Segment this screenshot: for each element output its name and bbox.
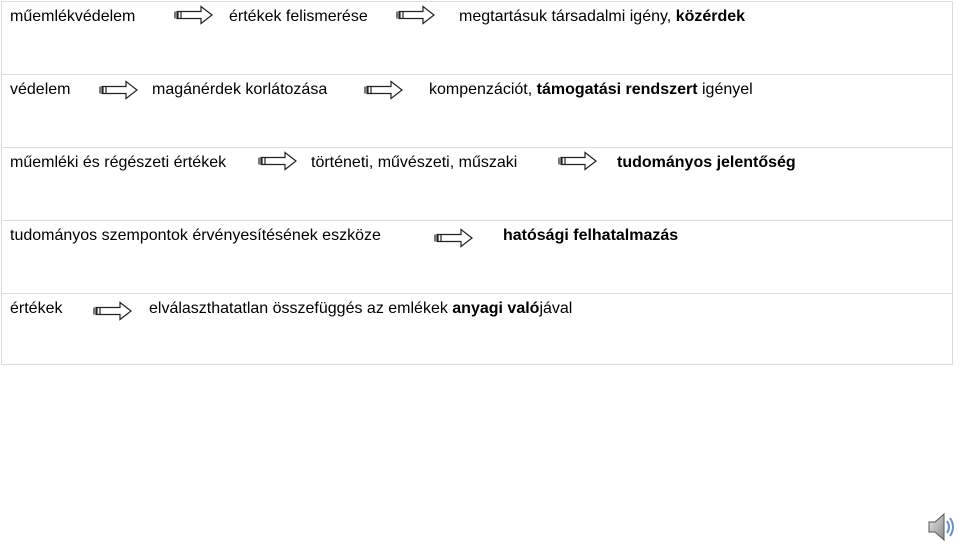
row-step-tail: jával	[539, 300, 573, 317]
row-step-text: elválaszthatatlan összefüggés az emlékek	[149, 300, 453, 317]
row-result-emphasis: támogatási rendszert	[536, 81, 698, 98]
table-row: védelem magánérdek korlátozása kompenzác…	[2, 75, 952, 148]
row-result-text: megtartásuk társadalmi igény,	[459, 8, 676, 25]
right-arrow-icon	[362, 80, 404, 100]
row-step: értékek felismerése	[229, 8, 368, 25]
row-step: magánérdek korlátozása	[152, 81, 328, 98]
row-result-emphasis: közérdek	[675, 8, 746, 25]
row-result: kompenzációt, támogatási rendszert igény…	[429, 80, 753, 100]
row-label: műemléki és régészeti értékek	[10, 154, 227, 171]
table-row: műemléki és régészeti értékek történeti,…	[2, 148, 952, 221]
row-label: műemlékvédelem	[10, 8, 136, 25]
right-arrow-icon	[97, 80, 139, 100]
table-row: műemlékvédelem értékek felismerése megta…	[2, 2, 952, 75]
table-row: értékek elválaszthatatlan összefüggés az…	[2, 294, 952, 367]
content-table: műemlékvédelem értékek felismerése megta…	[1, 1, 953, 365]
right-arrow-icon	[256, 151, 298, 171]
table-row: tudományos szempontok érvényesítésének e…	[2, 221, 952, 294]
row-step: elválaszthatatlan összefüggés az emlékek…	[149, 299, 572, 319]
row-label: tudományos szempontok érvényesítésének e…	[10, 227, 381, 244]
row-result-text: kompenzációt,	[429, 81, 537, 98]
row-label: értékek	[10, 300, 63, 317]
row-step: történeti, művészeti, műszaki	[311, 154, 518, 171]
right-arrow-icon	[556, 151, 598, 171]
right-arrow-icon	[172, 5, 214, 25]
row-result-tail: igényel	[697, 81, 753, 98]
row-label: védelem	[10, 81, 71, 98]
row-result-emphasis: tudományos jelentőség	[617, 154, 796, 171]
right-arrow-icon	[432, 228, 474, 248]
row-result-emphasis: hatósági felhatalmazás	[503, 227, 679, 244]
row-step-emphasis: anyagi való	[452, 300, 540, 317]
speaker-icon[interactable]	[925, 510, 959, 544]
right-arrow-icon	[394, 5, 436, 25]
right-arrow-icon	[91, 301, 133, 321]
row-result: megtartásuk társadalmi igény, közérdek	[459, 7, 745, 27]
